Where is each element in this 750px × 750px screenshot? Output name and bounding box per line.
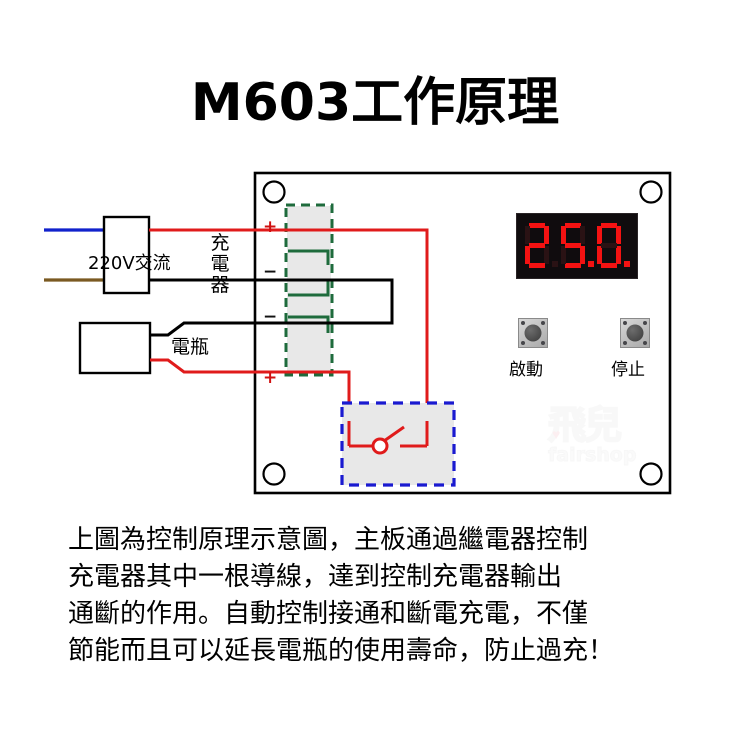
charger-label-line: 電 <box>210 253 230 275</box>
terminal-sign-negative-2: − <box>263 307 278 327</box>
start-button[interactable] <box>518 318 548 348</box>
terminal-block-body <box>287 206 331 374</box>
terminal-sign-positive-1: + <box>263 217 278 237</box>
battery-box-label: 電瓶 <box>170 336 209 358</box>
ac-input-label: 220V交流 <box>88 253 171 274</box>
relay-region-highlight <box>340 401 456 487</box>
stop-button-cap[interactable] <box>626 324 644 342</box>
battery-negative-wire <box>150 321 290 337</box>
description-line: 上圖為控制原理示意圖，主板通過繼電器控制 <box>68 525 589 555</box>
decimal-point-3 <box>624 261 630 267</box>
negative-loop-trace <box>290 278 394 325</box>
seven-segment-digit-3 <box>596 223 622 269</box>
mounting-hole <box>262 462 286 486</box>
battery-box <box>78 321 152 375</box>
mounting-hole <box>639 180 663 204</box>
terminal-separators <box>288 249 330 333</box>
terminal-sign-negative-1: − <box>263 262 278 282</box>
seven-segment-digit-2 <box>560 223 586 269</box>
seven-segment-digits <box>524 223 630 269</box>
relay-region-fill <box>342 403 454 485</box>
mounting-hole <box>639 462 663 486</box>
start-button-label: 啟動 <box>509 360 543 380</box>
description-paragraph: 上圖為控制原理示意圖，主板通過繼電器控制 充電器其中一根導線，達到控制充電器輸出… <box>68 522 688 670</box>
start-button-cap[interactable] <box>524 324 542 342</box>
charger-label-line: 充 <box>210 232 230 254</box>
positive-trace-top <box>290 228 429 421</box>
charger-box-label: 充 電 器 <box>200 233 240 296</box>
mounting-hole <box>262 180 286 204</box>
led-display-panel <box>516 213 638 279</box>
decimal-point-1 <box>552 261 558 267</box>
seven-segment-digit-1 <box>524 223 550 269</box>
description-line: 通斷的作用。自動控制接通和斷電充電，不僅 <box>68 599 589 629</box>
relay-switch-symbol <box>347 421 429 455</box>
stop-button[interactable] <box>620 318 650 348</box>
charger-box <box>102 215 151 295</box>
battery-positive-wire <box>150 358 290 374</box>
charger-label-line: 器 <box>210 274 230 296</box>
terminal-block-highlight <box>284 203 334 377</box>
description-line: 節能而且可以延長電瓶的使用壽命，防止過充！ <box>68 636 615 666</box>
terminal-sign-positive-2: + <box>263 368 278 388</box>
decimal-point-2 <box>588 261 594 267</box>
description-line: 充電器其中一根導線，達到控制充電器輸出 <box>68 562 563 592</box>
page-title: M603工作原理 <box>190 73 560 133</box>
stop-button-label: 停止 <box>611 360 645 380</box>
